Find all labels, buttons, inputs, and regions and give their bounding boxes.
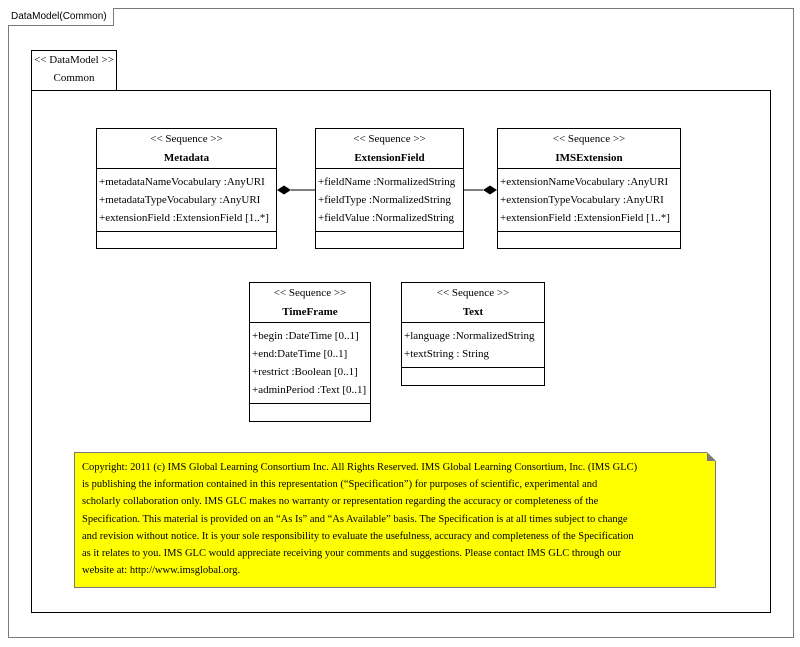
class-attribute: +extensionField :ExtensionField [1..*] <box>99 212 269 224</box>
class-attribute: +textString : String <box>404 348 490 360</box>
note-line: scholarly collaboration only. IMS GLC ma… <box>82 496 599 508</box>
class-header: << Sequence >> ExtensionField <box>316 129 463 169</box>
class-attribute: +fieldType :NormalizedString <box>318 194 451 206</box>
class-name: Text <box>462 306 484 318</box>
frame-label[interactable]: DataModel(Common) <box>8 8 114 26</box>
class-attribute: +metadataNameVocabulary :AnyURI <box>99 176 265 188</box>
class-attributes: +extensionNameVocabulary :AnyURI +extens… <box>498 169 680 232</box>
class-attributes: +begin :DateTime [0..1] +end:DateTime [0… <box>250 323 370 404</box>
class-attribute: +extensionTypeVocabulary :AnyURI <box>500 194 664 206</box>
class-attribute: +restrict :Boolean [0..1] <box>252 366 358 378</box>
class-extensionfield[interactable]: << Sequence >> ExtensionField +fieldName… <box>315 128 464 249</box>
class-attribute: +metadataTypeVocabulary :AnyURI <box>99 194 261 206</box>
note-line: Copyright: 2011 (c) IMS Global Learning … <box>82 462 638 473</box>
class-attributes: +language :NormalizedString +textString … <box>402 323 544 368</box>
class-name: ExtensionField <box>354 152 425 164</box>
class-name: TimeFrame <box>282 306 338 318</box>
class-attribute: +extensionNameVocabulary :AnyURI <box>500 176 669 188</box>
class-name: IMSExtension <box>555 152 623 164</box>
class-header: << Sequence >> Text <box>402 283 544 323</box>
package-tab[interactable]: << DataModel >> Common <box>31 50 117 91</box>
package-stereotype: << DataModel >> <box>34 54 114 66</box>
class-attribute: +extensionField :ExtensionField [1..*] <box>500 212 670 224</box>
note-line: is publishing the information contained … <box>82 479 598 491</box>
class-name: Metadata <box>163 152 210 164</box>
note-line: as it relates to you. IMS GLC would appr… <box>82 548 622 560</box>
note-corner-fold-icon <box>707 452 716 461</box>
class-attributes: +fieldName :NormalizedString +fieldType … <box>316 169 463 232</box>
note-line: Specification. This material is provided… <box>82 513 628 525</box>
class-stereotype: << Sequence >> <box>150 133 223 145</box>
copyright-note[interactable]: Copyright: 2011 (c) IMS Global Learning … <box>74 452 716 588</box>
class-timeframe[interactable]: << Sequence >> TimeFrame +begin :DateTim… <box>249 282 371 422</box>
package-name: Common <box>53 72 95 84</box>
class-attribute: +fieldName :NormalizedString <box>318 176 456 188</box>
class-attribute: +adminPeriod :Text [0..1] <box>252 384 367 396</box>
composition-diamond-icon <box>277 185 291 195</box>
class-header: << Sequence >> Metadata <box>97 129 276 169</box>
note-line: and revision without notice. It is your … <box>82 530 634 542</box>
package-body <box>31 90 771 613</box>
class-attributes: +metadataNameVocabulary :AnyURI +metadat… <box>97 169 276 232</box>
note-line: website at: http://www.imsglobal.org. <box>82 565 241 577</box>
class-header: << Sequence >> TimeFrame <box>250 283 370 323</box>
class-imsextension[interactable]: << Sequence >> IMSExtension +extensionNa… <box>497 128 681 249</box>
class-metadata[interactable]: << Sequence >> Metadata +metadataNameVoc… <box>96 128 277 249</box>
diagram-frame <box>8 8 794 638</box>
class-stereotype: << Sequence >> <box>436 287 510 299</box>
class-stereotype: << Sequence >> <box>353 133 426 145</box>
class-stereotype: << Sequence >> <box>273 287 347 299</box>
class-attribute: +end:DateTime [0..1] <box>252 348 348 360</box>
class-text[interactable]: << Sequence >> Text +language :Normalize… <box>401 282 545 386</box>
class-header: << Sequence >> IMSExtension <box>498 129 680 169</box>
class-stereotype: << Sequence >> <box>552 133 626 145</box>
composition-diamond-icon <box>483 185 497 195</box>
class-attribute: +language :NormalizedString <box>404 330 535 342</box>
class-attribute: +begin :DateTime [0..1] <box>252 330 359 342</box>
class-attribute: +fieldValue :NormalizedString <box>318 212 455 224</box>
